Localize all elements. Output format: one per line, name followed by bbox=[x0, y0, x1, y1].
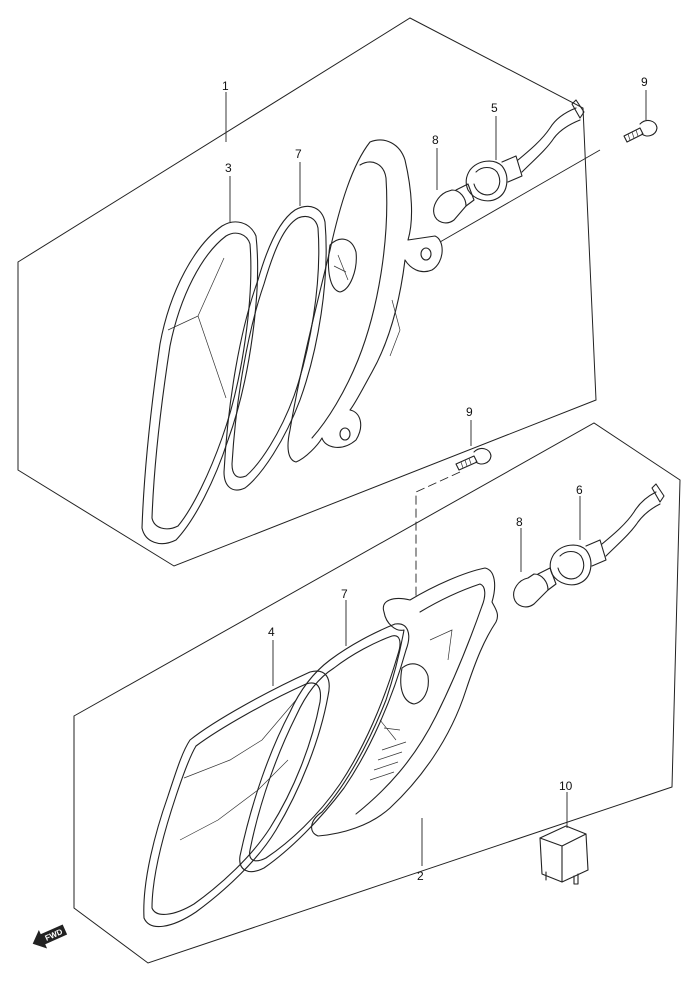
callout-7-upper: 7 bbox=[295, 147, 302, 161]
assembly-box-lower bbox=[73, 422, 681, 964]
gasket-lower bbox=[239, 623, 410, 873]
housing-upper bbox=[287, 139, 443, 463]
housing-lower bbox=[311, 567, 499, 837]
callout-7-lower: 7 bbox=[341, 587, 348, 601]
callout-8-lower: 8 bbox=[516, 515, 523, 529]
callout-2: 2 bbox=[417, 869, 424, 883]
lens-upper bbox=[141, 221, 259, 545]
callout-3: 3 bbox=[225, 161, 232, 175]
callout-4: 4 bbox=[268, 625, 275, 639]
arrow-left-icon bbox=[32, 924, 68, 949]
bulb-upper bbox=[433, 183, 475, 224]
fwd-direction-marker: FWD bbox=[32, 924, 68, 949]
bulb-lower bbox=[513, 567, 557, 608]
screw-lower bbox=[455, 447, 492, 471]
assembly-box-upper bbox=[17, 17, 597, 567]
callout-10: 10 bbox=[559, 779, 573, 793]
lower-assembly-group bbox=[73, 420, 681, 964]
callout-9-upper: 9 bbox=[641, 75, 648, 89]
callout-9-lower: 9 bbox=[466, 405, 473, 419]
screw-upper bbox=[623, 119, 658, 143]
callout-8-upper: 8 bbox=[432, 133, 439, 147]
lens-lower bbox=[143, 670, 330, 928]
callout-6: 6 bbox=[576, 483, 583, 497]
socket-lower bbox=[549, 483, 665, 586]
gasket-upper bbox=[223, 205, 327, 491]
upper-assembly-group bbox=[17, 17, 658, 567]
relay-unit bbox=[539, 825, 589, 885]
callout-5: 5 bbox=[491, 101, 498, 115]
socket-upper bbox=[465, 99, 585, 202]
callout-1: 1 bbox=[222, 79, 229, 93]
fwd-label: FWD bbox=[44, 927, 65, 943]
